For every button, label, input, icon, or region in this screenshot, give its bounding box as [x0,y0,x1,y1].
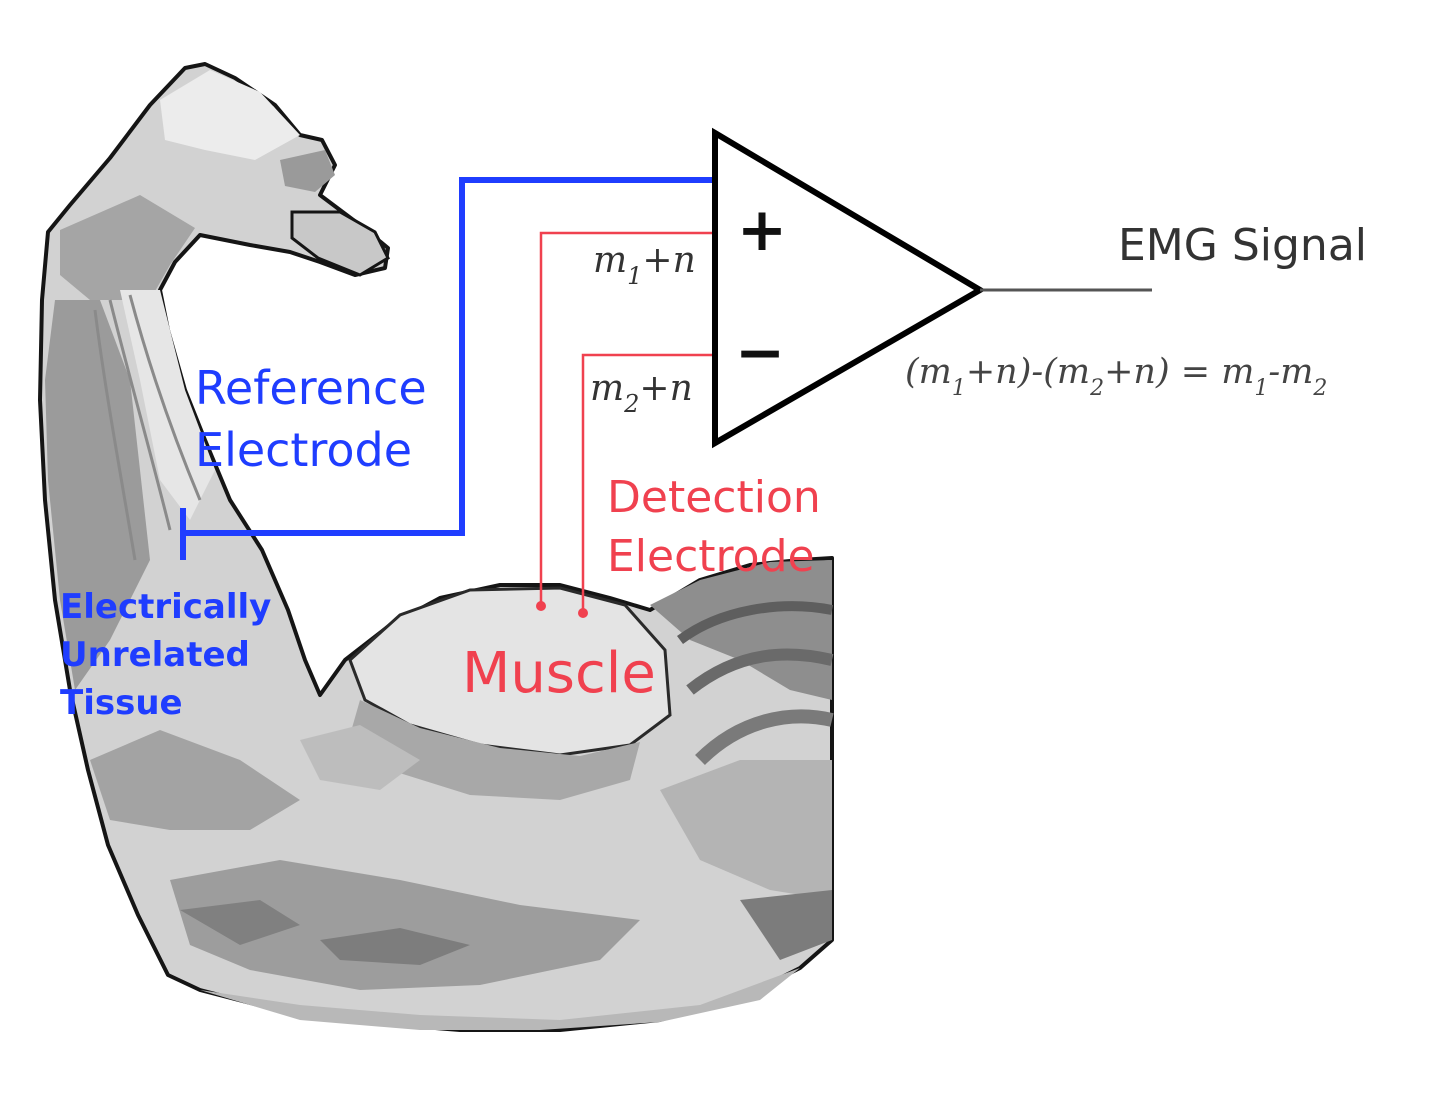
reference-electrode-label-line1: Reference [195,361,427,415]
forearm-tendon-2 [128,294,202,501]
unrelated-tissue-label-line2: Unrelated [60,635,250,675]
output-equation: (m1+n)-(m2+n) = m1-m2 [905,352,1327,401]
unrelated-tissue-label-line1: Electrically [60,587,271,627]
amplifier-triangle [712,127,986,449]
arm-illustration [38,62,834,1032]
input-minus-expression: m2+n [590,368,693,418]
underarm-dark-1 [320,928,470,965]
deltoid-stripes-1 [677,601,833,645]
triceps-shade [660,760,832,900]
detection-wires [536,231,716,618]
forearm-tendon-1 [108,299,172,531]
underarm-shade [170,860,640,990]
minus-sign: − [735,318,785,388]
wrist-shade [60,195,195,300]
reference-electrode-label-line2: Electrode [195,423,412,477]
underarm-dark-2 [180,900,300,945]
fist-shade [160,70,300,160]
detection-electrode-dot-2 [578,608,588,618]
detection-electrode-label-line1: Detection [607,472,821,523]
armpit-shade [740,890,832,960]
deltoid-stripes-2 [686,648,834,695]
elbow-highlight [300,725,420,790]
deltoid-dark [650,560,832,700]
reference-wire [180,177,716,560]
detection-electrode-dot-1 [536,601,546,611]
plus-sign: + [737,195,787,265]
deltoid-stripes-3 [695,709,834,766]
lower-edge-shade [200,968,800,1030]
biceps-shadow [350,700,640,800]
forearm-tendon-3 [93,309,137,561]
muscle-label: Muscle [462,641,656,706]
detection-wire-plus [539,231,716,605]
unrelated-tissue-label-line3: Tissue [60,683,183,723]
thumb-shape [290,210,390,277]
forearm-shade-dark [45,300,150,690]
input-plus-expression: m1+n [593,240,696,290]
elbow-shade [90,730,300,830]
differential-amplifier [712,127,1152,449]
detection-electrode-label-line2: Electrode [607,531,815,582]
detection-wire-minus [581,353,716,612]
emg-signal-label: EMG Signal [1118,220,1367,271]
knuckle-shade [280,150,335,192]
